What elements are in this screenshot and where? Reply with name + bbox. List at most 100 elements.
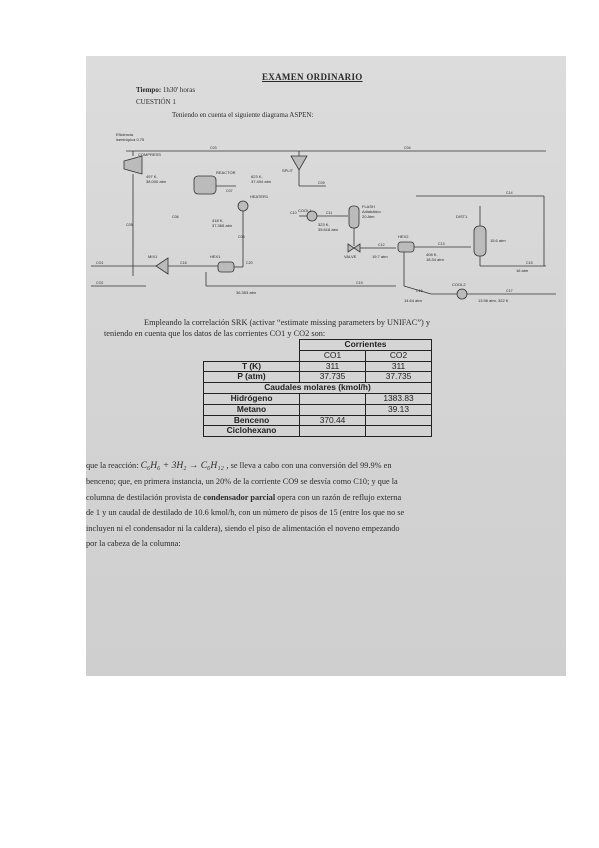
cond-c1b: 38.000 atm (146, 179, 167, 184)
label-split: SPLIT (282, 168, 294, 173)
label-adiabatico: Adiabático (362, 209, 381, 214)
stream-co1: CO1 (96, 261, 103, 265)
paragraph-srk-line2: teniendo en cuenta que los datos de las … (104, 328, 326, 338)
reaction-equation: C₆H₆ + 3H₂ → C₆H₁₂ , (140, 461, 229, 471)
table-row: Metano 39.13 (203, 403, 432, 416)
label-hex1: HEX1 (210, 254, 221, 259)
label-flash: FLASH (362, 204, 375, 209)
row-label: Metano (203, 403, 300, 416)
stream-s10: C10 (290, 211, 297, 215)
distillation-column-shape (473, 225, 487, 257)
label-heater1: HEATER1 (250, 194, 269, 199)
cond-c5: 19.7 atm (372, 254, 388, 259)
cell-value: 370.44 (299, 414, 366, 427)
cell-value (299, 425, 366, 438)
stream-s13: C13 (438, 242, 445, 246)
cool2-shape (456, 288, 468, 300)
time-label: Tiempo: (136, 86, 162, 94)
table-row: CO1 CO2 (203, 349, 432, 362)
stream-s17: C17 (506, 289, 513, 293)
label-isentropica: isentrópica 0.75 (116, 137, 145, 142)
paragraph-reaction: que la reacción: C₆H₆ + 3H₂ → C₆H₁₂ , se… (86, 458, 566, 551)
paragraph-srk-line1: Empleando la correlación SRK (activar “e… (144, 318, 430, 327)
time-line: Tiempo: 1h30' horas (136, 86, 195, 94)
flash-shape (348, 205, 360, 229)
reaction-line3-pre: columna de destilación provista de (86, 492, 202, 502)
stream-s9: C09 (318, 181, 325, 185)
cond-c11: 36.353 atm (236, 290, 257, 295)
row-label: Ciclohexano (203, 425, 300, 438)
stream-s18: C18 (180, 261, 187, 265)
stream-s6: C06 (172, 215, 179, 219)
exam-sheet: EXAMEN ORDINARIO Tiempo: 1h30' horas CUE… (86, 56, 566, 676)
stream-s8: C08 (238, 235, 245, 239)
cell-value: 311 (365, 360, 432, 373)
cell-value: 37.735 (299, 371, 366, 384)
label-hex2: HEX2 (398, 234, 409, 239)
cell-value: 39.13 (365, 403, 432, 416)
cond-c6b: 18.34 atm (426, 257, 444, 262)
stream-s16: C16 (416, 289, 423, 293)
table-row: P (atm) 37.735 37.735 (203, 371, 432, 384)
reaction-line6: por la cabeza de la columna: (86, 539, 181, 549)
label-mix1: MIX1 (148, 254, 158, 259)
reaction-line1-pre: que la reacción: (86, 461, 139, 470)
hex1-shape (217, 261, 235, 273)
reaction-line5: incluyen ni el condensador ni la caldera… (86, 523, 400, 533)
stream-co2: CO2 (96, 281, 103, 285)
cond-c4b: 35.618 atm (318, 227, 339, 232)
exam-title: EXAMEN ORDINARIO (262, 72, 363, 82)
reaction-line3: columna de destilación provista de conde… (86, 490, 566, 505)
stream-s15: C15 (526, 261, 533, 265)
row-label: Benceno (203, 414, 300, 427)
header-corrientes: Corrientes (299, 339, 432, 351)
heater1-shape (237, 200, 249, 212)
cell-value (365, 425, 432, 438)
table-row: Benceno 370.44 (203, 414, 432, 427)
table-row: Caudales molares (kmol/h) (203, 382, 432, 394)
cond-c9: 14.64 atm (404, 298, 422, 303)
row-label: Hidrógeno (203, 392, 300, 405)
cond-c3b: 37.365 atm (212, 223, 233, 228)
reactor-shape (193, 175, 217, 195)
question-heading: CUESTIÓN 1 (136, 98, 176, 106)
cond-c7: 15.6 atm (490, 238, 506, 243)
mixer-shape (155, 257, 169, 275)
label-reactor: REACTOR (216, 170, 236, 175)
cell-value (299, 403, 366, 416)
header-co1: CO1 (299, 349, 366, 362)
header-co2: CO2 (365, 349, 432, 362)
table-row: Hidrógeno 1383.83 (203, 392, 432, 405)
stream-s20: C20 (246, 261, 253, 265)
partial-condenser-text: condensador parcial (203, 492, 276, 502)
stream-s14: C14 (506, 191, 513, 195)
label-dist1: DIST1 (456, 214, 468, 219)
paragraph-srk: Empleando la correlación SRK (activar “e… (104, 318, 556, 339)
cell-value (299, 392, 366, 405)
stream-s3: C03 (210, 146, 217, 150)
label-valve: VALVE (344, 254, 357, 259)
hex2-shape (397, 241, 415, 253)
reaction-line1: que la reacción: C₆H₆ + 3H₂ → C₆H₁₂ , se… (86, 458, 566, 474)
cond-c6: 408 K, (426, 252, 438, 257)
stream-s19: C19 (356, 281, 363, 285)
stream-s7: C07 (226, 189, 233, 193)
label-compress: COMPRESS (138, 152, 161, 157)
cond-c4: 323 K, (318, 222, 330, 227)
label-flash-pressure: 20 Atm (362, 214, 375, 219)
label-cool1: COOL1 (298, 208, 312, 213)
cell-value: 1383.83 (365, 392, 432, 405)
cond-c2: 623 K, (251, 174, 263, 179)
compressor-shape (123, 155, 143, 175)
row-label: P (atm) (203, 371, 300, 384)
cell-value (365, 414, 432, 427)
row-label: T (K) (203, 360, 300, 373)
split-shape (290, 155, 308, 171)
reaction-line4: de 1 y un caudal de destilado de 10.6 km… (86, 508, 405, 518)
cond-c2b: 37.494 atm (251, 179, 272, 184)
reaction-line2: benceno; que, en primera instancia, un 2… (86, 477, 398, 487)
time-value: 1h30' horas (162, 86, 196, 94)
aspen-flowsheet: Eficiencia isentrópica 0.75 COMPRESS REA… (91, 132, 556, 303)
reaction-line1-post: se lleva a cabo con una conversión del 9… (230, 461, 392, 470)
stream-s5: C05 (126, 223, 133, 227)
